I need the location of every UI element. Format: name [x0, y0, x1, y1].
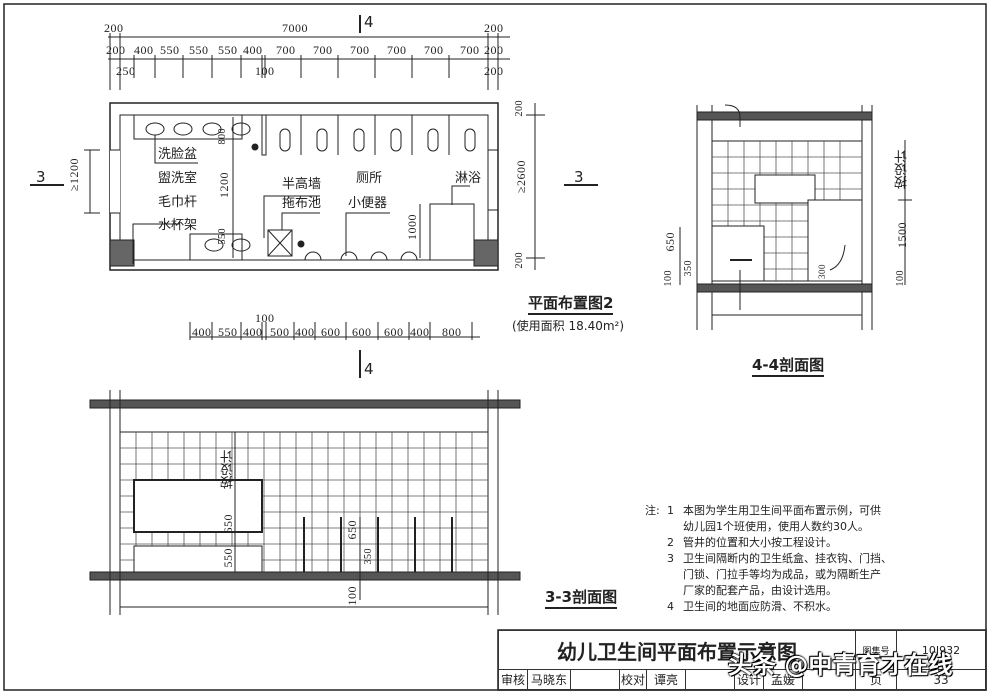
dim-250: 250 — [116, 64, 136, 78]
check-label: 校对 — [619, 669, 647, 690]
dim-700: 700 — [387, 43, 407, 57]
review-label: 审核 — [498, 669, 528, 690]
plan-subtitle: (使用面积 18.40m²) — [512, 319, 625, 333]
dim-1000: 1000 — [405, 214, 419, 240]
dim-by-design: 按设计 — [221, 450, 236, 489]
label-washroom: 盥洗室 — [158, 171, 198, 186]
note-1: 1 本图为学生用卫生间平面布置示例，可供 — [667, 503, 892, 519]
dim-100: 100 — [895, 270, 906, 287]
dim-400: 400 — [134, 43, 154, 57]
dim-400: 400 — [410, 325, 430, 339]
plan-title: 平面布置图2 — [528, 296, 614, 315]
dim-600: 600 — [384, 325, 404, 339]
dim-550: 550 — [218, 43, 238, 57]
note-line: 卫生间的地面应防滑、不积水。 — [683, 600, 837, 613]
dim-700: 700 — [424, 43, 444, 57]
dim-600: 600 — [321, 325, 341, 339]
label-urinal: 小便器 — [348, 196, 388, 211]
label-mop-sink: 拖布池 — [282, 196, 322, 211]
dim-400: 400 — [243, 43, 263, 57]
note-line: 本图为学生用卫生间平面布置示例，可供 — [683, 504, 881, 517]
section-33-title: 3-3剖面图 — [545, 590, 618, 609]
label-basin: 洗脸盆 — [158, 147, 198, 162]
dim-350: 350 — [683, 260, 694, 277]
dim-400: 400 — [192, 325, 212, 339]
dim-550: 550 — [221, 548, 235, 568]
dim-400: 400 — [295, 325, 315, 339]
dim-row2: 200 — [106, 43, 126, 57]
dim-100: 100 — [255, 64, 275, 78]
label-toilet: 厕所 — [356, 171, 383, 186]
dim-700: 700 — [313, 43, 333, 57]
dim-100: 100 — [663, 270, 674, 287]
dim-800: 800 — [442, 325, 462, 339]
dim-1500: 1500 — [895, 222, 909, 248]
dim-200-rt: 200 — [514, 100, 525, 117]
dim-400: 400 — [243, 325, 263, 339]
dim-200-rb: 200 — [514, 252, 525, 269]
dim-550: 550 — [217, 228, 228, 245]
notes-prefix: 注: — [645, 504, 660, 517]
dim-200: 200 — [484, 64, 504, 78]
dim-300: 300 — [817, 264, 827, 279]
dim-ge2600: ≥2600 — [514, 160, 528, 194]
dim-600: 600 — [352, 325, 372, 339]
note-num: 2 — [667, 536, 674, 549]
dim-550: 550 — [189, 43, 209, 57]
watermark: 头条 @中青育才在线 — [728, 651, 953, 679]
dim-700: 700 — [276, 43, 296, 57]
dim-7000: 7000 — [282, 21, 308, 35]
note-line: 管井的位置和大小按工程设计。 — [683, 536, 837, 549]
dim-650: 650 — [221, 514, 235, 534]
dim-550: 550 — [160, 43, 180, 57]
reviewer-signature — [570, 669, 620, 690]
dim-650: 650 — [663, 232, 677, 252]
note-num: 4 — [667, 600, 674, 613]
dim-100: 100 — [255, 311, 275, 325]
section-mark-top: 4 — [364, 13, 374, 31]
dim-700: 700 — [350, 43, 370, 57]
notes-block: 注: 1 本图为学生用卫生间平面布置示例，可供 幼儿园1个班使用，使用人数约30人… — [645, 503, 892, 615]
dim-700: 700 — [460, 43, 480, 57]
dim-100: 100 — [345, 586, 359, 606]
dim-550: 550 — [218, 325, 238, 339]
note-4: 4 卫生间的地面应防滑、不积水。 — [667, 599, 892, 615]
note-3: 3 卫生间隔断内的卫生纸盒、挂衣钩、门挡、 — [667, 551, 892, 567]
label-cup-rack: 水杯架 — [158, 218, 198, 233]
section-44-title: 4-4剖面图 — [752, 358, 825, 377]
label-half-wall: 半高墙 — [282, 177, 322, 192]
section-mark-right: 3 — [574, 168, 584, 186]
dim-ge1200: ≥1200 — [67, 158, 81, 192]
dim-1200: 1200 — [217, 172, 231, 198]
note-2: 2 管井的位置和大小按工程设计。 — [667, 535, 892, 551]
dim-200: 200 — [484, 43, 504, 57]
dim-200-left: 200 — [104, 21, 124, 35]
label-towel-rack: 毛巾杆 — [158, 195, 198, 210]
note-line: 门锁、门拉手等均为成品，或为隔断生产 — [683, 568, 881, 581]
note-num: 3 — [667, 552, 674, 565]
section-mark-bottom: 4 — [364, 360, 374, 378]
dim-350: 350 — [363, 548, 374, 565]
note-line: 卫生间隔断内的卫生纸盒、挂衣钩、门挡、 — [683, 552, 892, 565]
dim-by-design: 按设计 — [895, 150, 910, 189]
note-line: 幼儿园1个班使用，使用人数约30人。 — [683, 520, 869, 533]
dim-500: 500 — [270, 325, 290, 339]
checker-name: 谭亮 — [646, 669, 686, 690]
section-mark-left: 3 — [36, 168, 46, 186]
dim-800: 800 — [217, 128, 228, 145]
page-number: 33 — [896, 669, 986, 690]
label-shower: 淋浴 — [455, 171, 482, 186]
note-num: 1 — [667, 504, 674, 517]
note-line: 厂家的配套产品，由设计选用。 — [683, 584, 837, 597]
dim-200-right: 200 — [484, 21, 504, 35]
dim-650: 650 — [345, 520, 359, 540]
reviewer-name: 马晓东 — [527, 669, 571, 690]
